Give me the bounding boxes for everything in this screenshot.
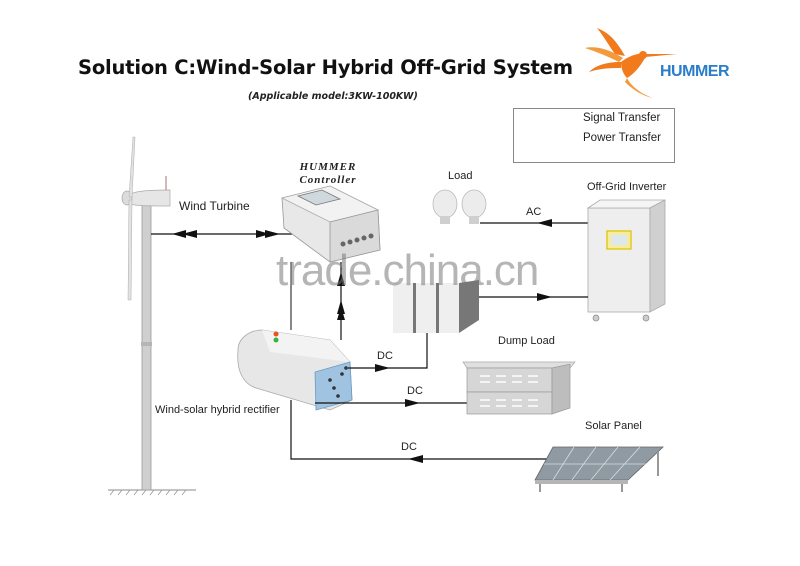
battery-bank-icon (393, 280, 479, 333)
rectifier-label: Wind-solar hybrid rectifier (155, 404, 280, 416)
controller-label-line1: HUMMER (299, 161, 357, 173)
connection-inverter-load (480, 219, 588, 227)
dc-label-solar: DC (401, 441, 417, 453)
controller-label: HUMMER Controller (295, 161, 361, 187)
diagram-subtitle: (Applicable model:3KW-100KW) (248, 91, 418, 102)
dc-label-dumpload: DC (407, 385, 423, 397)
wind-turbine-label: Wind Turbine (179, 199, 250, 213)
dump-load-label: Dump Load (498, 335, 555, 347)
connection-solar-rectifier (290, 400, 556, 463)
connection-rectifier-dumpload (315, 399, 467, 407)
load-bulbs-icon (432, 189, 487, 224)
inverter-label: Off-Grid Inverter (587, 181, 667, 193)
dc-label-battery: DC (377, 350, 393, 362)
diagram-title: Solution C:Wind-Solar Hybrid Off-Grid Sy… (78, 56, 573, 79)
connection-turbine-controller (151, 230, 292, 238)
legend-label-signal: Signal Transfer (583, 112, 661, 124)
solar-panel-icon (534, 446, 665, 492)
connection-battery-inverter (479, 293, 588, 301)
wind-turbine-icon (108, 136, 196, 496)
solar-panel-label: Solar Panel (585, 420, 642, 432)
ac-label: AC (526, 206, 542, 218)
watermark: trade.china.cn (276, 246, 539, 295)
brand-name: HUMMER (660, 63, 730, 80)
legend-label-power: Power Transfer (583, 132, 661, 144)
rectifier-device-icon (237, 329, 353, 411)
controller-label-line2: Controller (299, 174, 357, 186)
hummingbird-logo-icon (585, 28, 677, 98)
inverter-cabinet-icon (586, 199, 666, 322)
load-label: Load (448, 170, 473, 182)
controller-device-icon (280, 185, 381, 263)
legend-box (513, 108, 675, 163)
connection-rectifier-battery (348, 333, 428, 372)
dump-load-icon (462, 361, 576, 415)
connection-rectifier-controller (337, 262, 345, 340)
